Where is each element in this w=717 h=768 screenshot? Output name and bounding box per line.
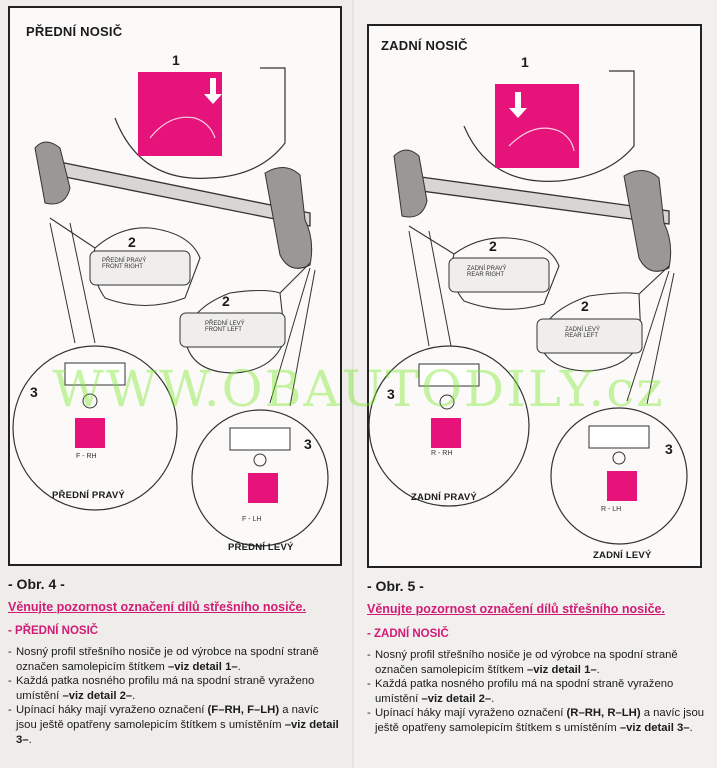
detail-2-label: 2: [489, 238, 497, 254]
sticker-front-right: [75, 418, 105, 448]
figure-reference: - Obr. 4 -: [8, 576, 65, 592]
caption-rear-left: ZADNÍ LEVÝ: [593, 550, 652, 561]
stamp-rear-left: ZADNÍ LEVÝ REAR LEFT: [565, 327, 601, 339]
section-subhead: - ZADNÍ NOSIČ: [367, 628, 449, 640]
figure-reference: - Obr. 5 -: [367, 578, 424, 594]
notice-text: Věnujte pozornost označení dílů střešníh…: [8, 600, 306, 614]
foot-left-graphic: [34, 141, 71, 205]
figure-title: ZADNÍ NOSIČ: [381, 38, 468, 53]
caption-front-right: PŘEDNÍ PRAVÝ: [52, 490, 125, 501]
arrow-down-icon: [509, 92, 527, 118]
detail-2-label-b: 2: [222, 293, 230, 309]
detail-3-label: 3: [387, 386, 395, 402]
list-item: Upínací háky mají vyraženo označení (R–R…: [367, 706, 705, 735]
notice-text: Věnujte pozornost označení dílů střešníh…: [367, 602, 665, 616]
caption-front-left: PŘEDNÍ LEVÝ: [228, 542, 294, 553]
code-front-right: F - RH: [76, 453, 97, 460]
stamp-front-right: PŘEDNÍ PRAVÝ FRONT RIGHT: [102, 258, 147, 270]
list-item: Nosný profil střešního nosiče je od výro…: [8, 645, 340, 674]
sticker-detail-1: [138, 72, 222, 156]
figure-rear-carrier: ZADNÍ NOSIČ 1 2 2 3 3 ZADNÍ PRAVÝ REAR R…: [367, 24, 702, 568]
car-outline-icon: [508, 127, 575, 152]
sticker-rear-left: [607, 471, 637, 501]
section-subhead: - PŘEDNÍ NOSIČ: [8, 625, 99, 637]
sticker-front-left: [248, 473, 278, 503]
bullet-list: Nosný profil střešního nosiče je od výro…: [8, 645, 340, 747]
stamp-front-left: PŘEDNÍ LEVÝ FRONT LEFT: [205, 321, 245, 333]
code-front-left: F - LH: [242, 516, 262, 523]
detail-1-label: 1: [521, 54, 529, 70]
code-rear-right: R - RH: [431, 450, 453, 457]
list-item: Každá patka nosného profilu má na spodní…: [367, 677, 705, 706]
foot-plate-front-right: [89, 250, 191, 286]
detail-3-label-b: 3: [665, 441, 673, 457]
stamp-rear-right: ZADNÍ PRAVÝ REAR RIGHT: [467, 266, 507, 278]
code-rear-left: R - LH: [601, 506, 622, 513]
detail-2-label: 2: [128, 234, 136, 250]
rear-carrier-illustration: [369, 70, 688, 545]
foot-plate-rear-left: [536, 318, 643, 354]
foot-plate-rear-right: [448, 257, 550, 293]
caption-rear-right: ZADNÍ PRAVÝ: [411, 492, 477, 503]
page-rear-carrier: ZADNÍ NOSIČ 1 2 2 3 3 ZADNÍ PRAVÝ REAR R…: [354, 0, 717, 768]
figure-front-carrier: PŘEDNÍ NOSIČ 1 2 2 3 3 PŘEDNÍ PRAVÝ FRON…: [8, 6, 342, 566]
foot-plate-front-left: [179, 312, 286, 348]
foot-right-graphic: [264, 167, 313, 269]
list-item: Upínací háky mají vyraženo označení (F–R…: [8, 703, 340, 747]
list-item: Nosný profil střešního nosiče je od výro…: [367, 648, 705, 677]
bullet-list: Nosný profil střešního nosiče je od výro…: [367, 648, 705, 736]
car-outline-icon: [149, 116, 216, 139]
foot-left-graphic: [393, 149, 428, 218]
front-carrier-illustration: [12, 67, 329, 547]
detail-2-label-b: 2: [581, 298, 589, 314]
page-front-carrier: PŘEDNÍ NOSIČ 1 2 2 3 3 PŘEDNÍ PRAVÝ FRON…: [0, 0, 352, 768]
foot-right-graphic: [623, 170, 672, 272]
list-item: Každá patka nosného profilu má na spodní…: [8, 674, 340, 703]
detail-1-label: 1: [172, 52, 180, 68]
figure-title: PŘEDNÍ NOSIČ: [26, 24, 123, 39]
detail-3-label: 3: [30, 384, 38, 400]
sticker-rear-right: [431, 418, 461, 448]
arrow-down-icon: [204, 78, 222, 104]
sticker-detail-1: [495, 84, 579, 168]
detail-3-label-b: 3: [304, 436, 312, 452]
